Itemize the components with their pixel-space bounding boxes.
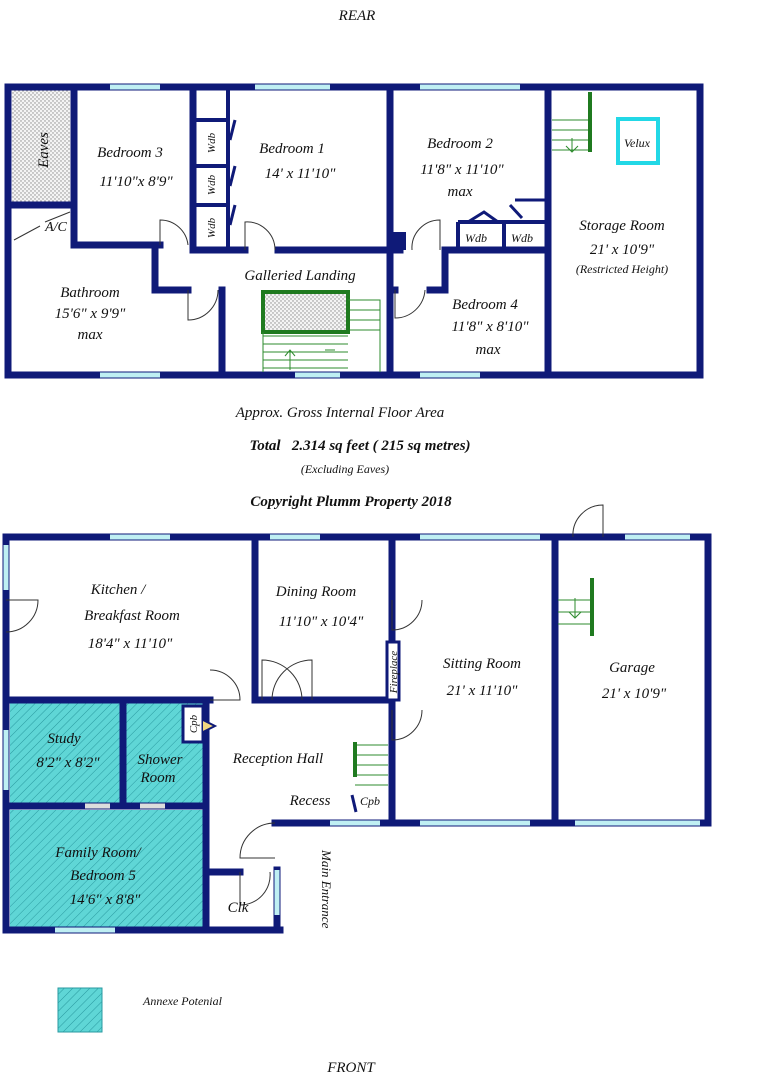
area-note: (Excluding Eaves) — [301, 462, 389, 476]
first-floor-outline — [4, 83, 704, 379]
study-size: 8'2" x 8'2" — [36, 755, 100, 771]
copyright-label: Copyright Plumm Property 2018 — [250, 494, 452, 510]
wdb-label: Wdb — [206, 217, 218, 238]
garage-stairs — [558, 578, 594, 636]
family-annexe — [10, 810, 203, 930]
bedroom2-name: Bedroom 2 — [427, 136, 493, 152]
fireplace-label: Fireplace — [388, 651, 400, 694]
annexe-legend-label: Annexe Potenial — [142, 994, 223, 1008]
study-name: Study — [47, 731, 81, 747]
garage-size: 21' x 10'9" — [602, 686, 667, 702]
clk-label: Clk — [228, 900, 249, 916]
bedroom4-name: Bedroom 4 — [452, 297, 518, 313]
bathroom-name: Bathroom — [60, 285, 120, 301]
sitting-size: 21' x 11'10" — [447, 683, 518, 699]
storage-size: 21' x 10'9" — [590, 242, 655, 258]
bedroom4-note: max — [476, 342, 501, 358]
shower-name1: Shower — [138, 752, 183, 768]
velux-label: Velux — [624, 136, 651, 150]
bathroom-note: max — [78, 327, 103, 343]
first-floor-plan — [4, 83, 704, 379]
family-size: 14'6" x 8'8" — [70, 892, 141, 908]
velux-window — [616, 117, 660, 165]
area-heading: Approx. Gross Internal Floor Area — [235, 405, 444, 421]
landing-label: Galleried Landing — [244, 268, 356, 284]
eaves-label: Eaves — [36, 132, 52, 169]
main-entrance-label: Main Entrance — [319, 849, 334, 929]
kitchen-size: 18'4" x 11'10" — [88, 636, 173, 652]
storage-note: (Restricted Height) — [576, 262, 668, 276]
ground-floor-plan — [2, 504, 712, 934]
wdb-label: Wdb — [465, 231, 487, 245]
kitchen-name2: Breakfast Room — [84, 608, 180, 624]
storage-stairs — [552, 92, 592, 153]
stair-void — [261, 290, 350, 334]
shower-name2: Room — [140, 770, 176, 786]
bedroom1-size: 14' x 11'10" — [265, 166, 336, 182]
bedroom2-size: 11'8" x 11'10" — [420, 162, 504, 178]
sitting-name: Sitting Room — [443, 656, 521, 672]
study-annexe — [10, 703, 120, 803]
bedroom2-note: max — [448, 184, 473, 200]
bedroom3-size: 11'10"x 8'9" — [99, 174, 173, 190]
fireplace — [385, 640, 401, 702]
garage-name: Garage — [609, 660, 655, 676]
cpb-label: Cpb — [188, 714, 200, 733]
front-label: FRONT — [326, 1060, 376, 1076]
annexe-legend-swatch — [57, 987, 103, 1033]
bedroom3-name: Bedroom 3 — [97, 145, 163, 161]
dining-name: Dining Room — [275, 584, 357, 600]
recess-label: Recess — [289, 793, 331, 809]
bathroom-size: 15'6" x 9'9" — [55, 306, 126, 322]
bedroom1-name: Bedroom 1 — [259, 141, 325, 157]
rear-label: REAR — [338, 8, 376, 24]
kitchen-name1: Kitchen / — [90, 582, 147, 598]
wdb-label: Wdb — [206, 132, 218, 153]
area-total: Total 2.314 sq feet ( 215 sq metres) — [249, 438, 470, 454]
wdb-label: Wdb — [511, 231, 533, 245]
family-name2: Bedroom 5 — [70, 868, 136, 884]
eaves-area — [12, 90, 70, 202]
landing-stairs — [262, 299, 381, 372]
cpb-label: Cpb — [360, 794, 380, 808]
hall-stairs — [353, 742, 388, 786]
family-name1: Family Room/ — [54, 845, 142, 861]
ac-label: A/C — [44, 220, 67, 235]
bedroom4-size: 11'8" x 8'10" — [451, 319, 529, 335]
hall-label: Reception Hall — [232, 751, 323, 767]
wdb-label: Wdb — [206, 174, 218, 195]
storage-name: Storage Room — [579, 218, 665, 234]
dining-size: 11'10" x 10'4" — [279, 614, 364, 630]
